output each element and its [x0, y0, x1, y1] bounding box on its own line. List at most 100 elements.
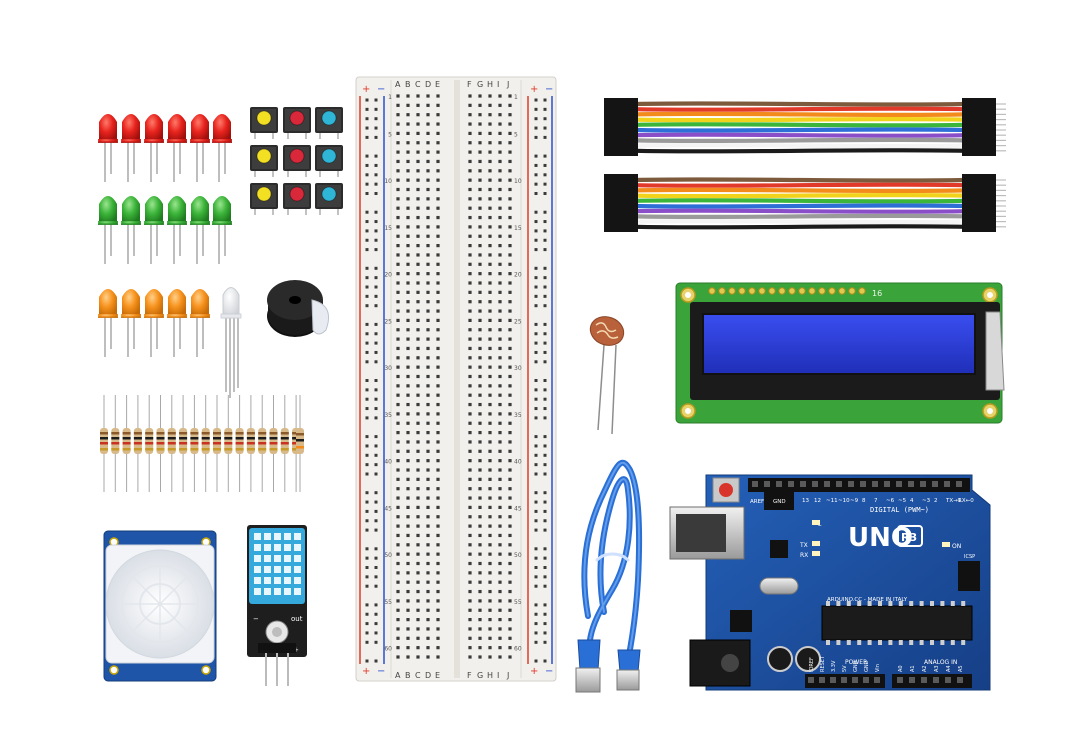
- analog-pin-label: A0: [898, 665, 904, 672]
- green-led: [121, 196, 141, 264]
- dht-sensor: out − +: [247, 525, 307, 686]
- uno-logo: UNO: [848, 523, 913, 553]
- digital-label: DIGITAL (PWM~): [870, 506, 929, 514]
- resistor: [190, 395, 199, 492]
- row-number: 60: [384, 646, 392, 653]
- digital-pin-label: 12: [814, 498, 821, 504]
- jumper-wires: [604, 98, 1006, 232]
- green-led: [212, 196, 232, 264]
- orange-leds: [98, 289, 210, 357]
- uno-logo-sub: R3: [901, 531, 917, 544]
- tactile-button: [315, 183, 343, 215]
- row-number: 5: [514, 131, 518, 138]
- resistor: [111, 395, 120, 492]
- lcd-pin-label: 16: [872, 289, 882, 298]
- row-number: 10: [514, 178, 522, 185]
- green-led: [167, 196, 187, 264]
- red-leds: [98, 114, 232, 182]
- green-led: [190, 196, 210, 264]
- orange-led: [98, 289, 118, 357]
- orange-led: [167, 289, 187, 357]
- power-pin-label: IOREF: [809, 657, 815, 672]
- digital-pin-label: ~10: [838, 498, 850, 504]
- lcd-1602: 16: [675, 282, 1005, 424]
- orange-led: [144, 289, 164, 357]
- red-led: [212, 114, 232, 182]
- red-led: [98, 114, 118, 182]
- rail-minus-tr: −: [545, 84, 553, 95]
- row-number: 30: [514, 365, 522, 372]
- col-letter: F: [467, 671, 472, 680]
- power-label: POWER: [845, 659, 867, 666]
- green-leds: [98, 196, 232, 264]
- jumper-ribbon: [604, 174, 1006, 232]
- resistor: [145, 395, 154, 492]
- row-number: 15: [514, 225, 522, 232]
- buzzer: [267, 280, 329, 337]
- col-letter: J: [506, 671, 509, 680]
- col-letter: J: [506, 80, 509, 89]
- rail-minus-bl: −: [377, 666, 385, 677]
- analog-pin-label: A2: [922, 665, 928, 672]
- resistor: [224, 395, 233, 492]
- made-in-label: ARDUINO.CC - MADE IN ITALY: [827, 597, 908, 603]
- digital-pin-label: 8: [862, 498, 866, 504]
- resistor: [269, 395, 278, 492]
- dht-out-label: out: [291, 615, 303, 623]
- tactile-button: [315, 107, 343, 139]
- resistor: [133, 395, 142, 492]
- tactile-button: [250, 183, 278, 215]
- row-number: 35: [514, 412, 522, 419]
- col-letter: I: [497, 671, 499, 680]
- resistors: [100, 395, 304, 492]
- digital-pin-label: 2: [934, 498, 938, 504]
- row-number: 15: [384, 225, 392, 232]
- row-number: 60: [514, 646, 522, 653]
- rgb-led: [220, 287, 242, 398]
- rail-minus-br: −: [545, 666, 553, 677]
- power-pin-label: 3.3V: [831, 660, 837, 672]
- col-letter: E: [435, 671, 440, 680]
- col-letter: I: [497, 80, 499, 89]
- col-letter: C: [415, 671, 421, 680]
- row-number: 5: [388, 131, 392, 138]
- row-number: 20: [384, 272, 392, 279]
- icsp-label: ICSP: [964, 554, 975, 560]
- rail-minus-tl: −: [377, 84, 385, 95]
- row-number: 20: [514, 272, 522, 279]
- power-pin-label: GND: [864, 660, 870, 672]
- digital-pin-label: ~11: [826, 498, 838, 504]
- row-number: 10: [384, 178, 392, 185]
- red-led: [190, 114, 210, 182]
- row-number: 30: [384, 365, 392, 372]
- resistor: [167, 395, 176, 492]
- digital-pin-label: 4: [910, 498, 914, 504]
- tactile-button: [315, 145, 343, 177]
- resistor: [179, 395, 188, 492]
- digital-pin-label: RX←0: [958, 498, 974, 504]
- green-led: [144, 196, 164, 264]
- row-number: 50: [384, 552, 392, 559]
- tactile-button: [283, 183, 311, 215]
- red-led: [167, 114, 187, 182]
- analog-pin-label: A5: [958, 665, 964, 672]
- rail-plus-br: +: [530, 666, 538, 677]
- rail-plus-tr: +: [530, 84, 538, 95]
- resistor: [235, 395, 244, 492]
- resistor: [122, 395, 131, 492]
- col-letter: B: [405, 80, 411, 89]
- rail-plus-tl: +: [362, 84, 370, 95]
- resistor: [213, 395, 221, 492]
- row-number: 1: [388, 94, 392, 101]
- jumper-ribbon: [604, 98, 1006, 156]
- col-letter: E: [435, 80, 440, 89]
- resistor: [296, 395, 304, 492]
- analog-label: ANALOG IN: [924, 659, 957, 666]
- row-number: 25: [514, 318, 522, 325]
- orange-led: [190, 289, 210, 357]
- power-pin-label: RESET: [820, 655, 826, 672]
- tactile-button: [283, 145, 311, 177]
- resistor: [246, 395, 255, 492]
- aref-label: AREF: [750, 499, 764, 505]
